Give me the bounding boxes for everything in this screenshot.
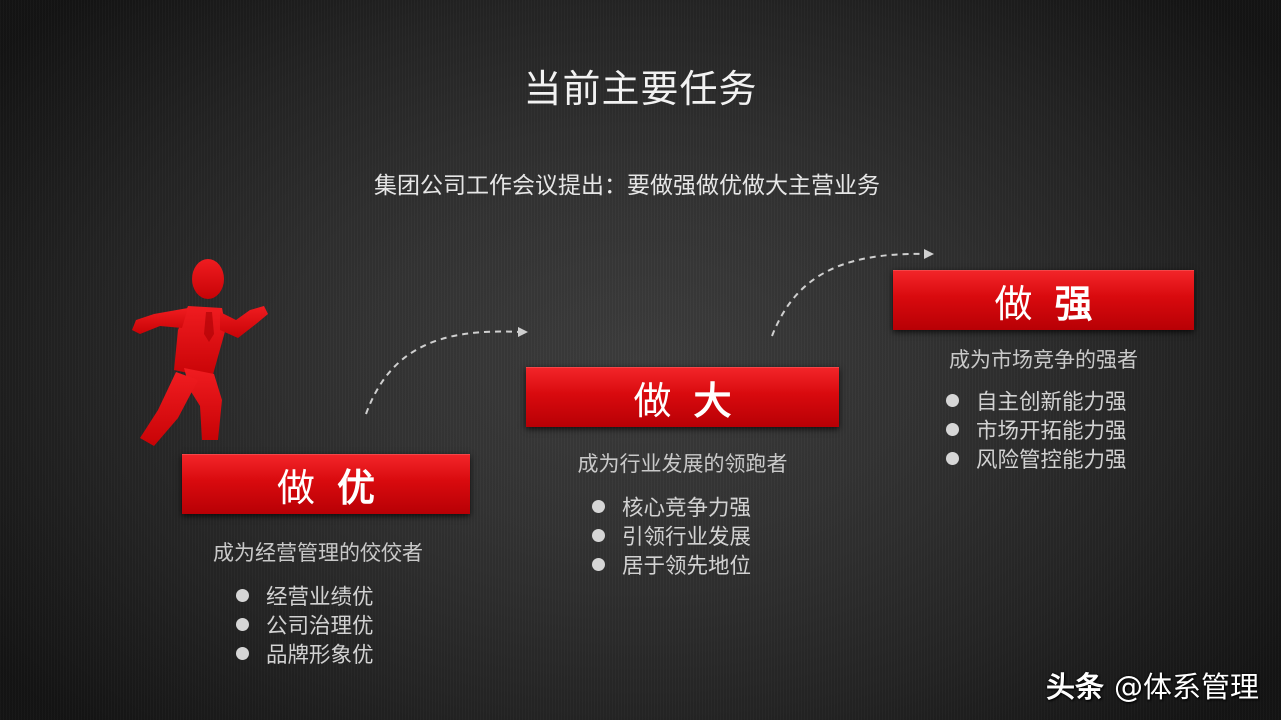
bullet-dot-icon (592, 500, 605, 513)
list-item: 品牌形象优 (236, 639, 374, 668)
list-item: 自主创新能力强 (946, 386, 1127, 415)
list-item: 风险管控能力强 (946, 444, 1127, 473)
stage-bullet-list: 自主创新能力强 市场开拓能力强 风险管控能力强 (946, 386, 1127, 473)
watermark-brand: 头条 (1045, 670, 1104, 704)
bullet-dot-icon (592, 558, 605, 571)
slide-subtitle: 集团公司工作会议提出：要做强做优做大主营业务 (374, 173, 880, 199)
slide-title: 当前主要任务 (523, 67, 758, 111)
banner-keyword: 优 (337, 465, 376, 510)
stage-bullet-list: 经营业绩优 公司治理优 品牌形象优 (236, 581, 374, 668)
bullet-dot-icon (236, 589, 249, 602)
banner-keyword: 大 (693, 378, 732, 423)
stage-caption: 成为市场竞争的强者 (949, 348, 1138, 372)
stage-banner: 做 优 (182, 454, 470, 514)
bullet-dot-icon (236, 647, 249, 660)
banner-prefix: 做 (276, 465, 315, 510)
bullet-dot-icon (946, 452, 959, 465)
list-item: 居于领先地位 (592, 550, 751, 579)
watermark-handle: @体系管理 (1113, 670, 1259, 704)
stage-banner: 做 大 (526, 367, 839, 427)
banner-keyword: 强 (1054, 281, 1093, 326)
running-man-icon (126, 250, 268, 446)
stage-caption: 成为经营管理的佼佼者 (213, 541, 423, 565)
list-item: 核心竞争力强 (592, 492, 751, 521)
bullet-dot-icon (236, 618, 249, 631)
list-item: 引领行业发展 (592, 521, 751, 550)
bullet-dot-icon (946, 394, 959, 407)
list-item: 公司治理优 (236, 610, 374, 639)
bullet-dot-icon (946, 423, 959, 436)
dashed-arrow-icon (771, 249, 934, 337)
watermark: 头条 @体系管理 (1046, 664, 1259, 706)
stage-excellent: 做 优 (182, 454, 470, 514)
banner-prefix: 做 (994, 281, 1033, 326)
list-item: 经营业绩优 (236, 581, 374, 610)
stage-banner: 做 强 (893, 270, 1194, 330)
dashed-arrow-icon (365, 327, 528, 415)
list-item: 市场开拓能力强 (946, 415, 1127, 444)
stage-bigger: 做 大 (526, 367, 839, 427)
stage-caption: 成为行业发展的领跑者 (577, 452, 788, 476)
bullet-dot-icon (592, 529, 605, 542)
stage-stronger: 做 强 (893, 270, 1194, 330)
banner-prefix: 做 (633, 378, 672, 423)
stage-bullet-list: 核心竞争力强 引领行业发展 居于领先地位 (592, 492, 751, 579)
